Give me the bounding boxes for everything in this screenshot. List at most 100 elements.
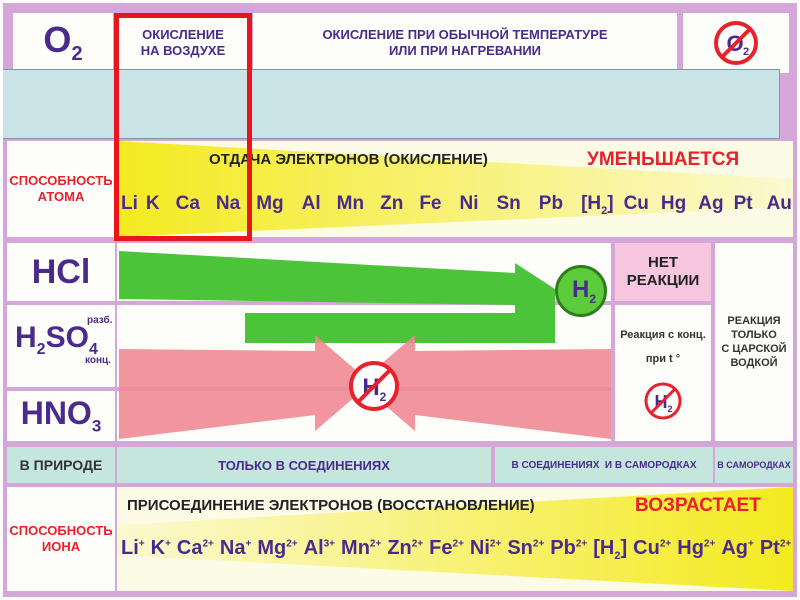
ion-symbol-text: Ca <box>176 537 203 559</box>
ion-symbol: Pt2+ <box>760 537 791 560</box>
ion-symbol-text: [H <box>593 537 615 559</box>
ion-h2-sub: 2 <box>614 550 621 562</box>
ion-symbol-text: Zn <box>387 537 412 559</box>
atom-band: ОТДАЧА ЭЛЕКТРОНОВ (ОКИСЛЕНИЕ) УМЕНЬШАЕТС… <box>117 141 793 237</box>
h2so4-green-arrow <box>245 289 555 343</box>
metal-symbol: Ni <box>459 193 479 214</box>
metal-symbol: Mn <box>336 193 365 214</box>
ion-label-cell: СПОСОБНОСТЬ ИОНА <box>7 487 115 591</box>
ion-symbol-text: Ni <box>469 537 490 559</box>
native-label: В САМОРОДКАХ <box>717 460 791 470</box>
hno3-formula: HNO3 <box>20 395 102 436</box>
ion-charge: 2+ <box>532 538 545 550</box>
ion-band: ПРИСОЕДИНЕНИЕ ЭЛЕКТРОНОВ (ВОССТАНОВЛЕНИЕ… <box>117 487 793 591</box>
ion-charge: + <box>138 538 145 550</box>
ion-charge: 2+ <box>703 538 716 550</box>
oxidation-normal-cell: ОКИСЛЕНИЕ ПРИ ОБЫЧНОЙ ТЕМПЕРАТУРЕ ИЛИ ПР… <box>253 13 677 73</box>
aqua-regia-label: РЕАКЦИЯ ТОЛЬКО С ЦАРСКОЙ ВОДКОЙ <box>721 315 787 369</box>
ion-symbol: Hg2+ <box>677 537 715 560</box>
ion-symbol-text: Na <box>219 537 246 559</box>
oxidation-air-cell: ОКИСЛЕНИЕ НА ВОЗДУХЕ <box>119 13 247 73</box>
ion-charge: 2+ <box>489 538 502 550</box>
ion-charge: + <box>245 538 252 550</box>
reaction-arrows <box>119 251 611 439</box>
compounds-native-cell: В СОЕДИНЕНИЯХ И В САМОРОДКАХ <box>495 447 713 483</box>
h2-green-label: H2 <box>571 276 597 306</box>
oxidation-normal-line1: ОКИСЛЕНИЕ ПРИ ОБЫЧНОЙ ТЕМПЕРАТУРЕ <box>322 27 608 42</box>
metal-h2-close: ] <box>607 193 614 214</box>
ion-trend: ВОЗРАСТАЕТ <box>635 495 761 516</box>
hcl-green-arrow <box>119 251 555 315</box>
ion-h2-close: ] <box>620 537 628 559</box>
ion-symbol: [H2] <box>593 537 627 562</box>
ion-charge: 2+ <box>779 538 792 550</box>
ion-charge: 2+ <box>659 538 672 550</box>
hcl-formula: HCl <box>31 252 91 291</box>
ion-symbol-text: Pt <box>759 537 780 559</box>
atom-trend: УМЕНЬШАЕТСЯ <box>587 149 740 170</box>
oxidation-normal-label: ОКИСЛЕНИЕ ПРИ ОБЫЧНОЙ ТЕМПЕРАТУРЕ ИЛИ ПР… <box>322 27 607 59</box>
oxidation-air-line2: НА ВОЗДУХЕ <box>140 43 226 58</box>
ion-symbol: K+ <box>151 537 171 560</box>
metal-symbol: Pb <box>538 193 564 214</box>
ion-symbol: Ca2+ <box>177 537 214 560</box>
svg-text:2: 2 <box>667 404 672 414</box>
metal-symbol: Ag <box>698 193 724 214</box>
o2-sub: 2 <box>71 43 83 66</box>
h2-released-icon: H2 <box>555 265 607 317</box>
ion-band-gradient <box>117 487 793 591</box>
metal-h2-sub: 2 <box>601 204 608 217</box>
dilute-label: разб. <box>87 315 113 326</box>
metal-symbol: Au <box>766 193 792 214</box>
atom-label: СПОСОБНОСТЬ АТОМА <box>9 173 112 205</box>
ion-symbol: Na+ <box>220 537 251 560</box>
ion-charge: 2+ <box>575 538 588 550</box>
red-arrow-right <box>359 335 611 439</box>
ion-symbol-text: Al <box>303 537 324 559</box>
no-reaction-cell: НЕТ РЕАКЦИИ <box>615 243 711 301</box>
ion-charge: 3+ <box>323 538 336 550</box>
atom-label-line1: СПОСОБНОСТЬ <box>9 173 113 188</box>
ion-charge: 2+ <box>411 538 424 550</box>
ion-symbol: Mg2+ <box>257 537 297 560</box>
red-arrow-left <box>119 335 371 439</box>
no-h2-icon: H 2 <box>349 361 399 411</box>
ion-symbol: Ni2+ <box>470 537 501 560</box>
ion-charge: + <box>748 538 754 550</box>
metal-symbol: Cu <box>623 193 649 214</box>
ion-symbol-text: Mn <box>341 537 370 559</box>
ion-symbol: Ag+ <box>721 537 754 560</box>
oxidation-air-label: ОКИСЛЕНИЕ НА ВОЗДУХЕ <box>141 27 226 59</box>
metal-symbol: Sn <box>496 193 521 214</box>
atom-label-line2: АТОМА <box>37 189 85 204</box>
ion-title: ПРИСОЕДИНЕНИЕ ЭЛЕКТРОНОВ (ВОССТАНОВЛЕНИЕ… <box>127 497 535 514</box>
no-reaction-label: НЕТ РЕАКЦИИ <box>626 254 700 289</box>
conc-reaction-cell: Реакция с конц. при t ° H 2 <box>615 305 711 441</box>
ion-symbol-text: Mg <box>257 537 287 559</box>
h2so4-cell: H2SO4 разб. конц. <box>7 305 115 387</box>
ion-charge: 2+ <box>369 538 382 550</box>
o2-text: O <box>43 19 72 61</box>
oxidation-normal-line2: ИЛИ ПРИ НАГРЕВАНИИ <box>388 43 542 58</box>
ion-symbol-text: Hg <box>677 537 704 559</box>
nature-label-cell: В ПРИРОДЕ <box>7 447 115 483</box>
ion-symbol-text: Sn <box>507 537 533 559</box>
metal-symbol: Ca <box>175 193 200 214</box>
ion-symbol: Sn2+ <box>507 537 544 560</box>
conc-reaction-label: Реакция с конц. при t ° <box>620 329 706 365</box>
ion-charge: 2+ <box>286 538 298 550</box>
native-cell: В САМОРОДКАХ <box>715 447 793 483</box>
compounds-only-cell: ТОЛЬКО В СОЕДИНЕНИЯХ <box>117 447 491 483</box>
ion-symbol: Pb2+ <box>550 537 587 560</box>
atom-title: ОТДАЧА ЭЛЕКТРОНОВ (ОКИСЛЕНИЕ) <box>209 151 488 168</box>
ion-symbol-text: Cu <box>633 537 660 559</box>
highlight-frame <box>114 13 252 241</box>
ion-symbol: Fe2+ <box>429 537 464 560</box>
ion-series: Li+K+Ca2+Na+Mg2+Al3+Mn2+Zn2+Fe2+Ni2+Sn2+… <box>121 537 797 562</box>
ion-symbol: Zn2+ <box>387 537 423 560</box>
nature-label: В ПРИРОДЕ <box>19 457 103 473</box>
electrochemical-series-table: O2 ОКИСЛЕНИЕ НА ВОЗДУХЕ ОКИСЛЕНИЕ ПРИ ОБ… <box>3 3 797 597</box>
o2-cell: O2 <box>13 13 113 73</box>
svg-text:2: 2 <box>380 390 387 404</box>
